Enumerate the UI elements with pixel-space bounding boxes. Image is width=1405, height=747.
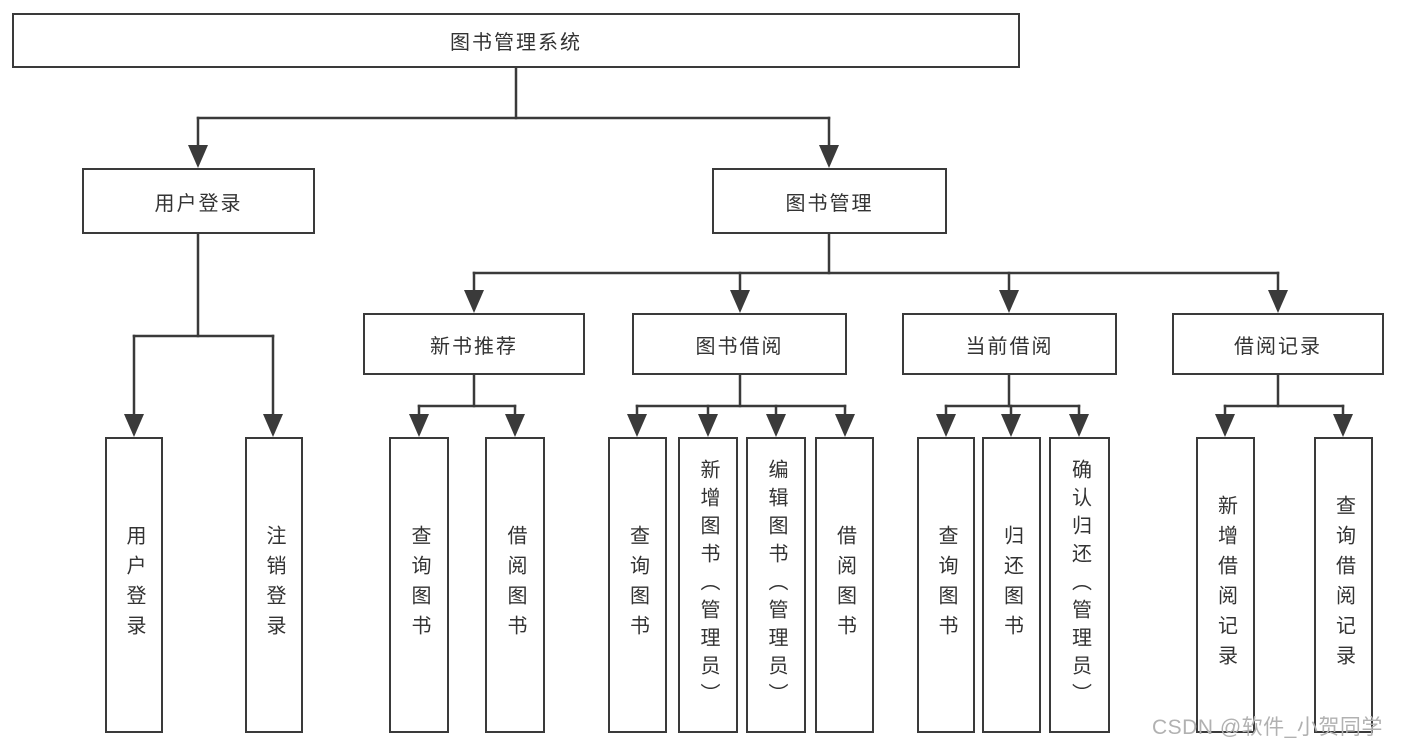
root-node-label: 图书管理系统 — [450, 32, 582, 54]
leaf-node-return-books: 归还图书 — [982, 437, 1041, 733]
leaf-node-borrow-books: 借阅图书 — [815, 437, 874, 733]
leaf-node-edit-books-admin: 编辑图书（管理员） — [746, 437, 806, 733]
branch-node-label: 用户登录 — [154, 192, 243, 215]
leaf-node-label: 注销登录 — [263, 525, 285, 645]
leaf-node-query-borrow-record: 查询借阅记录 — [1314, 437, 1373, 733]
leaf-node-user-login: 用户登录 — [105, 437, 163, 733]
group-node-current-borrow: 当前借阅 — [902, 313, 1117, 375]
branch-node-label: 图书管理 — [785, 192, 874, 215]
leaf-node-label: 用户登录 — [123, 525, 145, 645]
arrowheads — [124, 145, 1353, 437]
leaf-node-logout: 注销登录 — [245, 437, 303, 733]
leaf-node-label: 查询借阅记录 — [1332, 495, 1355, 675]
csdn-watermark: CSDN @软件_小贺同学 — [1152, 716, 1383, 739]
branch-node-user-login: 用户登录 — [82, 168, 315, 234]
leaf-node-query-books: 查询图书 — [608, 437, 667, 733]
leaf-node-add-borrow-record: 新增借阅记录 — [1196, 437, 1255, 733]
group-node-label: 图书借阅 — [695, 335, 784, 358]
group-node-new-book-recommend: 新书推荐 — [363, 313, 585, 375]
group-node-label: 新书推荐 — [430, 335, 518, 358]
group-node-label: 借阅记录 — [1234, 335, 1322, 358]
leaf-node-confirm-return-admin: 确认归还（管理员） — [1049, 437, 1110, 733]
group-node-borrow-records: 借阅记录 — [1172, 313, 1384, 375]
group-node-book-borrow: 图书借阅 — [632, 313, 847, 375]
branch-node-book-management: 图书管理 — [712, 168, 947, 234]
leaf-node-label: 查询图书 — [935, 525, 957, 645]
leaf-node-label: 查询图书 — [626, 525, 649, 645]
leaf-node-add-books-admin: 新增图书（管理员） — [678, 437, 738, 733]
leaf-node-label: 借阅图书 — [504, 525, 526, 645]
leaf-node-label: 新增借阅记录 — [1214, 495, 1237, 675]
leaf-node-query-books: 查询图书 — [389, 437, 449, 733]
group-node-label: 当前借阅 — [965, 335, 1054, 358]
leaf-node-label: 编辑图书（管理员） — [765, 459, 787, 711]
leaf-node-label: 归还图书 — [1000, 525, 1023, 645]
leaf-node-label: 新增图书（管理员） — [697, 459, 719, 711]
leaf-node-query-books: 查询图书 — [917, 437, 975, 733]
leaf-node-label: 借阅图书 — [833, 525, 856, 645]
leaf-node-label: 确认归还（管理员） — [1068, 459, 1091, 711]
leaf-node-borrow-books: 借阅图书 — [485, 437, 545, 733]
root-node-library-management-system: 图书管理系统 — [12, 13, 1020, 68]
leaf-node-label: 查询图书 — [408, 525, 430, 645]
